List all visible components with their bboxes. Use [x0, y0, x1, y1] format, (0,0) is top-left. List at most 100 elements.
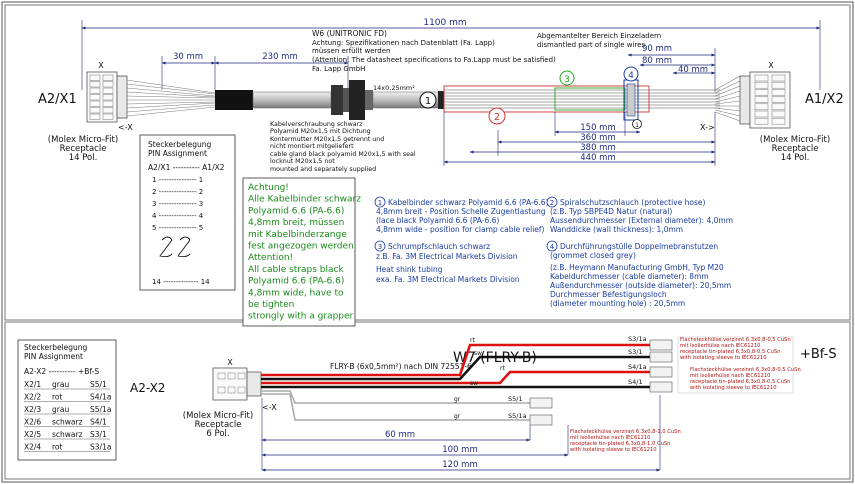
bottom-pin-cell: X2/4	[24, 443, 41, 452]
warning-line: Attention!	[248, 253, 293, 263]
bottom-pin-title: Steckerbelegung	[24, 343, 88, 352]
note-3-line-0: Schrumpfschlauch schwarz	[388, 242, 490, 251]
note-1-line-1: 4,8mm breit - Position Schelle Zugentlas…	[376, 207, 546, 216]
connector-a2x2-arrow: <-X	[262, 403, 277, 412]
warning-line: fest angezogen werden.	[248, 242, 357, 252]
warning-line: Achtung!	[248, 183, 289, 193]
warning-line: strongly with a grapper	[248, 312, 354, 322]
connector-pin	[754, 81, 769, 89]
note-4-line-0: Durchführungstülle Doppelmebranstutzen	[560, 242, 718, 251]
cable-gland	[331, 80, 373, 120]
connector-pin	[771, 89, 786, 96]
bottom-pin-cell: grau	[52, 405, 69, 414]
wire-color-label: rt	[470, 337, 475, 344]
connector-a2x1-desc-0: (Molex Micro-Fit)	[48, 135, 118, 145]
gland-note-1: Polyamid M20x1,5 mit Dichtung	[270, 128, 371, 135]
dim-150-label: 150 mm	[580, 123, 616, 133]
connector-pin	[754, 110, 769, 118]
bottom-pin-cell: S3/1	[90, 430, 107, 439]
target-bfs: +Bf-S	[800, 347, 837, 362]
connector-a2x2-desc-1: Receptacle	[195, 420, 242, 430]
callout-1-marker	[419, 91, 437, 109]
note-3-line-2: Heat shink tubing	[376, 265, 443, 274]
dim-30-label: 30 mm	[173, 52, 203, 62]
connector-pin	[754, 74, 769, 82]
callout-4-text: 4	[628, 71, 634, 81]
callout-2-text: 2	[494, 112, 500, 123]
dim-80-label: 80 mm	[642, 56, 672, 66]
connector-pin	[102, 100, 114, 107]
gland-note-2: Kontermutter M20x1,5 getrennt und	[270, 136, 384, 143]
note-1-line-3: 4,8mm wide - position for clamp cable re…	[376, 225, 545, 234]
top-pin-title: Steckerbelegung	[148, 140, 212, 149]
cable-w6-left	[252, 91, 332, 109]
term-mid-box	[677, 336, 794, 394]
note-2-line-2: Aussendurchmesser (External diameter): 4…	[550, 216, 733, 225]
wire-tag: S4/1	[628, 378, 643, 386]
bottom-pin-cell: X2/2	[24, 393, 41, 402]
top-pin-table: Steckerbelegung PIN Assignment A2/X1 ---…	[139, 134, 236, 291]
term-mid-1: mit Isolierhülse nach IEC61210	[690, 373, 770, 379]
connector-a1x2-arrow: X->	[700, 123, 715, 132]
wire-color-label: sw	[474, 350, 482, 357]
callout-3-marker	[559, 70, 575, 86]
connector-pin	[89, 100, 101, 107]
pin-squiggle	[159, 236, 191, 258]
warning-line: 4,8mm wide, have to	[248, 288, 344, 298]
connector-pin	[771, 110, 786, 118]
cable-spec: FLRY-B (6x0,5mm²) nach DIN 72551-6	[330, 362, 472, 371]
top-pin-header: A2/X1 ---------- A1/X2	[148, 163, 225, 172]
term-top-3: with isolating sleeve to IEC61210	[680, 355, 767, 361]
bottom-pin-subtitle: PIN Assignment	[24, 352, 83, 361]
connector-pin	[771, 81, 786, 89]
connector-pin	[102, 87, 114, 94]
cable-note-1: Achtung: Spezifikationen nach Datenblatt…	[312, 39, 495, 47]
connector-pin	[771, 117, 786, 125]
warning-line: Alle Kabelbinder schwarz	[248, 195, 361, 205]
dim-1100-label: 1100 mm	[423, 18, 466, 28]
connector-a2x2-desc-0: (Molex Micro-Fit)	[183, 411, 253, 421]
connector-pin	[89, 87, 101, 94]
callout-3-text: 3	[564, 75, 570, 85]
connector-pin	[102, 107, 114, 114]
dim-230-label: 230 mm	[262, 52, 298, 62]
terminals	[529, 339, 673, 426]
cross-section-label: 14x0,25mm²	[373, 84, 415, 92]
dim-100-label: 100 mm	[442, 445, 478, 455]
note-1-line-0: Kabelbinder schwarz Polyamid 6.6 (PA-6.6…	[388, 198, 549, 207]
term-top-0: Flachsteckhülse verzinnt 6,3x0,8-0,5 CuS…	[680, 337, 791, 343]
cable-note-0: W6 (UNITRONIC FD)	[312, 29, 387, 38]
connector-a2x1-name: A2/X1	[38, 92, 77, 107]
bottom-frame	[4, 321, 851, 480]
wire-tag: S5/1	[508, 395, 523, 403]
dim-30: 30 mm	[161, 52, 216, 90]
connector-pin	[89, 94, 101, 101]
connector-a1x2-desc-0: (Molex Micro-Fit)	[760, 135, 830, 145]
top-pin-row-3: 4 --------------- 4	[152, 212, 204, 220]
term-mid-2: receptacle tin-plated 6,3x0,8-0,5 CuSn	[690, 379, 790, 385]
dim-120-label: 120 mm	[442, 460, 478, 470]
dim-80: 80 mm	[639, 56, 716, 67]
connector-a1x2-desc-2: 14 Pol.	[781, 153, 810, 163]
note-4-num: 4	[550, 243, 555, 251]
bottom-pin-cell: S5/1a	[90, 405, 111, 414]
cable-note-2: müssen erfüllt werden	[312, 47, 390, 55]
connector-a2x1-arrow: <-X	[118, 123, 133, 132]
connector-a1x2: X	[739, 61, 791, 129]
note-3-num: 3	[378, 243, 382, 251]
top-pin-row-1: 2 --------------- 2	[152, 188, 203, 196]
bottom-pin-cell: S5/1	[90, 380, 107, 389]
top-pin-last: 14 -------------- 14	[152, 278, 210, 286]
note-3-line-1: z.B. Fa. 3M Electrical Markets Division	[376, 252, 518, 261]
dim-230: 230 mm	[214, 52, 349, 90]
callout-1b-text: 1	[635, 122, 639, 129]
bottom-pin-cell: S3/1a	[90, 443, 111, 452]
gland-note-5: locknut M20x1,5 not	[270, 158, 335, 165]
wire-color-label: gr	[454, 413, 461, 420]
note-2-line-0: Spiralschutzschlauch (protective hose)	[560, 198, 705, 207]
dim-90-label: 90 mm	[642, 44, 672, 54]
warning-line: be tighten	[248, 300, 294, 310]
cable-note-4: Fa. Lapp GmbH	[312, 65, 365, 73]
connector-a2x2-name: A2-X2	[130, 381, 165, 395]
